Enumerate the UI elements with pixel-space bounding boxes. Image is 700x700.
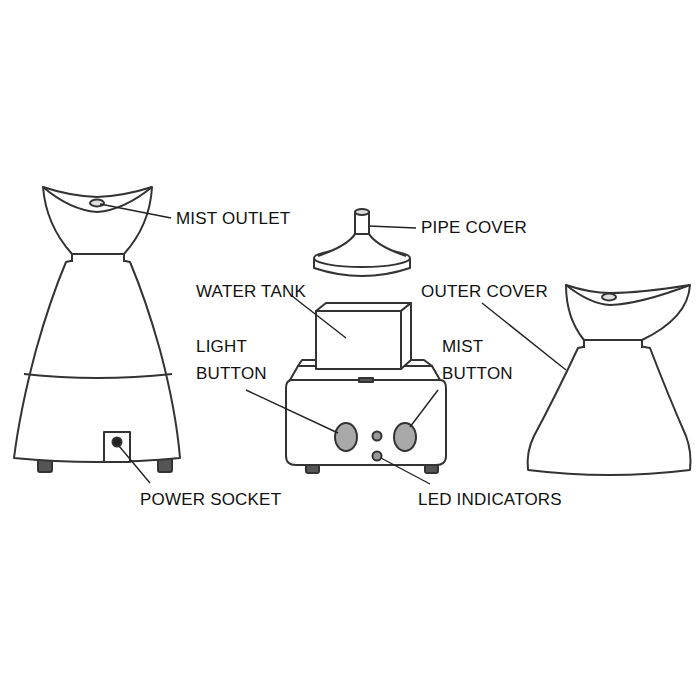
- part-label: LIGHT BUTTON: [196, 333, 284, 387]
- outer-cover: [528, 285, 691, 475]
- pipe-cover: [314, 209, 410, 276]
- part-label: PIPE COVER: [421, 214, 527, 241]
- leader-lines: [100, 204, 566, 484]
- part-label: WATER TANK: [196, 278, 306, 305]
- part-label: MIST OUTLET: [176, 205, 290, 232]
- part-label: MIST BUTTON: [442, 333, 530, 387]
- part-label: POWER SOCKET: [140, 486, 281, 513]
- humidifier-base: [286, 303, 446, 473]
- part-label: OUTER COVER: [421, 278, 548, 305]
- assembled-humidifier: [14, 187, 180, 472]
- part-label: LED INDICATORS: [418, 486, 562, 513]
